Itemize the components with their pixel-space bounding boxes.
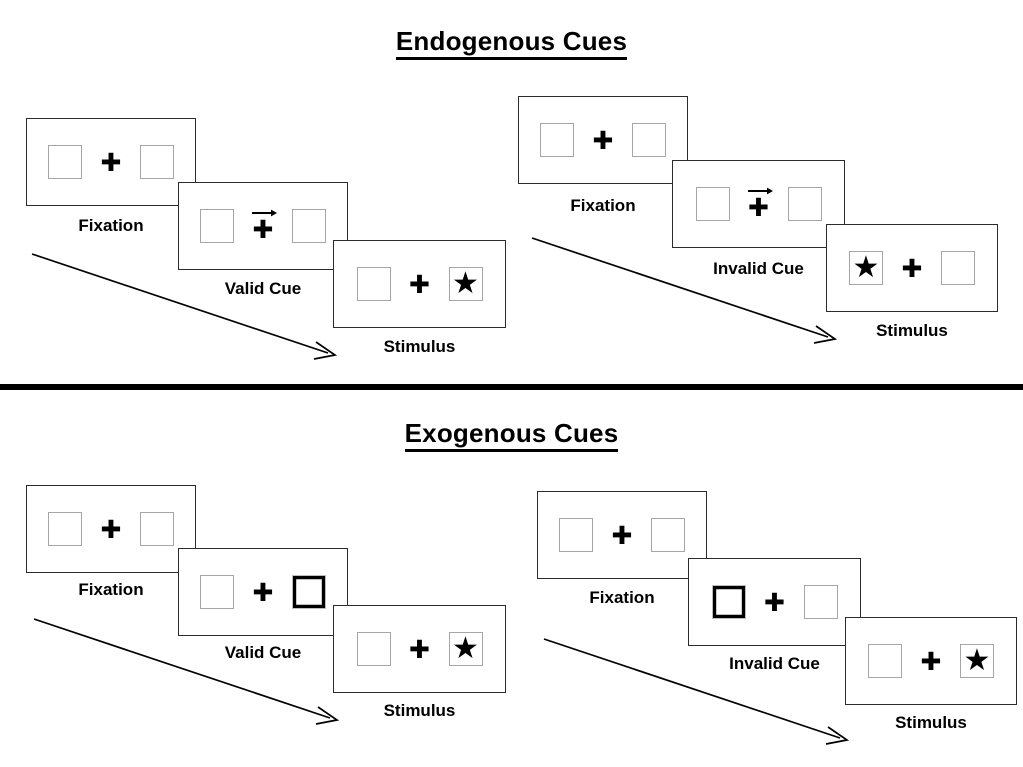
trial-frame-invalid-cue: ✚	[672, 160, 845, 248]
fixation-cross-wrap: ✚	[407, 631, 433, 667]
right-target-box: ★	[448, 631, 483, 666]
section-title-endogenous-text: Endogenous Cues	[395, 26, 628, 60]
fixation-cross-icon: ✚	[252, 215, 274, 244]
fixation-cross-wrap: ✚	[250, 208, 278, 244]
left-placeholder-box	[695, 187, 730, 221]
fixation-cross-icon: ✚	[764, 587, 785, 617]
trial-frame-fixation: ✚	[537, 491, 707, 579]
stimulus-row: ✚	[200, 574, 326, 610]
fixation-cross-icon: ✚	[409, 634, 430, 664]
trial-frame-valid-cue: ✚	[178, 182, 348, 270]
trial-frame-invalid-cue: ✚	[688, 558, 861, 646]
stimulus-row: ✚ ★	[868, 643, 994, 679]
fixation-cross-wrap: ✚	[590, 122, 616, 158]
target-star-icon: ★	[963, 643, 991, 677]
frame-caption-fixation: Fixation	[78, 580, 144, 599]
cue-arrow-right-icon	[747, 187, 773, 195]
stimulus-row: ✚	[540, 122, 666, 158]
frame-caption-fixation: Fixation	[570, 196, 636, 215]
frame-caption-stimulus: Stimulus	[383, 701, 456, 720]
stimulus-row: ✚	[695, 186, 822, 222]
fixation-cross-wrap: ✚	[762, 584, 788, 620]
left-placeholder-box	[200, 209, 234, 243]
stimulus-row: ✚	[48, 144, 174, 180]
stimulus-row: ✚ ★	[356, 631, 483, 667]
frame-caption-invalid-cue: Invalid Cue	[713, 259, 804, 278]
left-placeholder-box	[200, 575, 234, 609]
right-placeholder-box	[787, 187, 822, 221]
time-flow-arrow	[531, 237, 838, 344]
right-placeholder-box	[803, 585, 838, 619]
fixation-cross-wrap: ✚	[609, 517, 635, 553]
frame-caption-stimulus: Stimulus	[383, 337, 456, 356]
frame-caption-invalid-cue: Invalid Cue	[729, 654, 820, 673]
right-placeholder-box	[292, 209, 326, 243]
frame-caption-stimulus: Stimulus	[895, 713, 967, 732]
right-target-box: ★	[960, 644, 994, 678]
right-placeholder-box	[140, 512, 174, 546]
section-title-endogenous: Endogenous Cues	[0, 26, 1023, 60]
fixation-cross-icon: ✚	[252, 577, 274, 607]
fixation-cross-icon: ✚	[901, 253, 923, 283]
right-cued-box	[292, 575, 326, 609]
target-star-icon: ★	[452, 266, 479, 300]
trial-frame-fixation: ✚	[518, 96, 688, 184]
left-placeholder-box	[356, 267, 391, 301]
target-star-icon: ★	[852, 250, 880, 284]
left-placeholder-box	[48, 145, 82, 179]
stimulus-row: ✚	[711, 584, 838, 620]
right-placeholder-box	[651, 518, 685, 552]
fixation-cross-wrap: ✚	[407, 266, 433, 302]
left-placeholder-box	[48, 512, 82, 546]
left-placeholder-box	[356, 632, 391, 666]
target-star-icon: ★	[452, 631, 479, 665]
left-placeholder-box	[540, 123, 574, 157]
frame-caption-valid-cue: Valid Cue	[224, 279, 302, 298]
fixation-cross-wrap: ✚	[98, 144, 124, 180]
left-placeholder-box	[868, 644, 902, 678]
fixation-cross-icon: ✚	[409, 269, 430, 299]
stimulus-row: ✚	[559, 517, 685, 553]
frame-caption-valid-cue: Valid Cue	[224, 643, 302, 662]
section-divider	[0, 384, 1023, 390]
left-cued-box	[711, 585, 746, 619]
left-target-box: ★	[849, 251, 883, 285]
right-placeholder-box	[941, 251, 975, 285]
trial-frame-stimulus: ★ ✚	[826, 224, 998, 312]
time-flow-arrow	[543, 638, 850, 745]
trial-frame-valid-cue: ✚	[178, 548, 348, 636]
trial-frame-stimulus: ✚ ★	[333, 240, 506, 328]
fixation-cross-wrap: ✚	[918, 643, 944, 679]
stimulus-row: ✚	[48, 511, 174, 547]
stimulus-row: ★ ✚	[849, 250, 975, 286]
trial-frame-stimulus: ✚ ★	[845, 617, 1017, 705]
trial-frame-stimulus: ✚ ★	[333, 605, 506, 693]
stimulus-row: ✚ ★	[356, 266, 483, 302]
frame-caption-stimulus: Stimulus	[876, 321, 948, 340]
section-title-exogenous: Exogenous Cues	[0, 418, 1023, 452]
fixation-cross-wrap: ✚	[746, 186, 773, 222]
fixation-cross-icon: ✚	[100, 147, 122, 177]
right-target-box: ★	[448, 266, 483, 301]
trial-frame-fixation: ✚	[26, 485, 196, 573]
trial-frame-fixation: ✚	[26, 118, 196, 206]
fixation-cross-icon: ✚	[100, 514, 122, 544]
left-placeholder-box	[559, 518, 593, 552]
right-placeholder-box	[140, 145, 174, 179]
frame-caption-fixation: Fixation	[78, 216, 144, 235]
fixation-cross-icon: ✚	[920, 646, 942, 676]
fixation-cross-icon: ✚	[592, 125, 614, 155]
frame-caption-fixation: Fixation	[589, 588, 655, 607]
right-placeholder-box	[632, 123, 666, 157]
fixation-cross-wrap: ✚	[250, 574, 276, 610]
section-title-exogenous-text: Exogenous Cues	[404, 418, 619, 452]
fixation-cross-wrap: ✚	[98, 511, 124, 547]
cue-arrow-right-icon	[252, 209, 278, 217]
stimulus-row: ✚	[200, 208, 326, 244]
fixation-cross-wrap: ✚	[899, 250, 925, 286]
fixation-cross-icon: ✚	[748, 193, 769, 222]
fixation-cross-icon: ✚	[611, 520, 633, 550]
